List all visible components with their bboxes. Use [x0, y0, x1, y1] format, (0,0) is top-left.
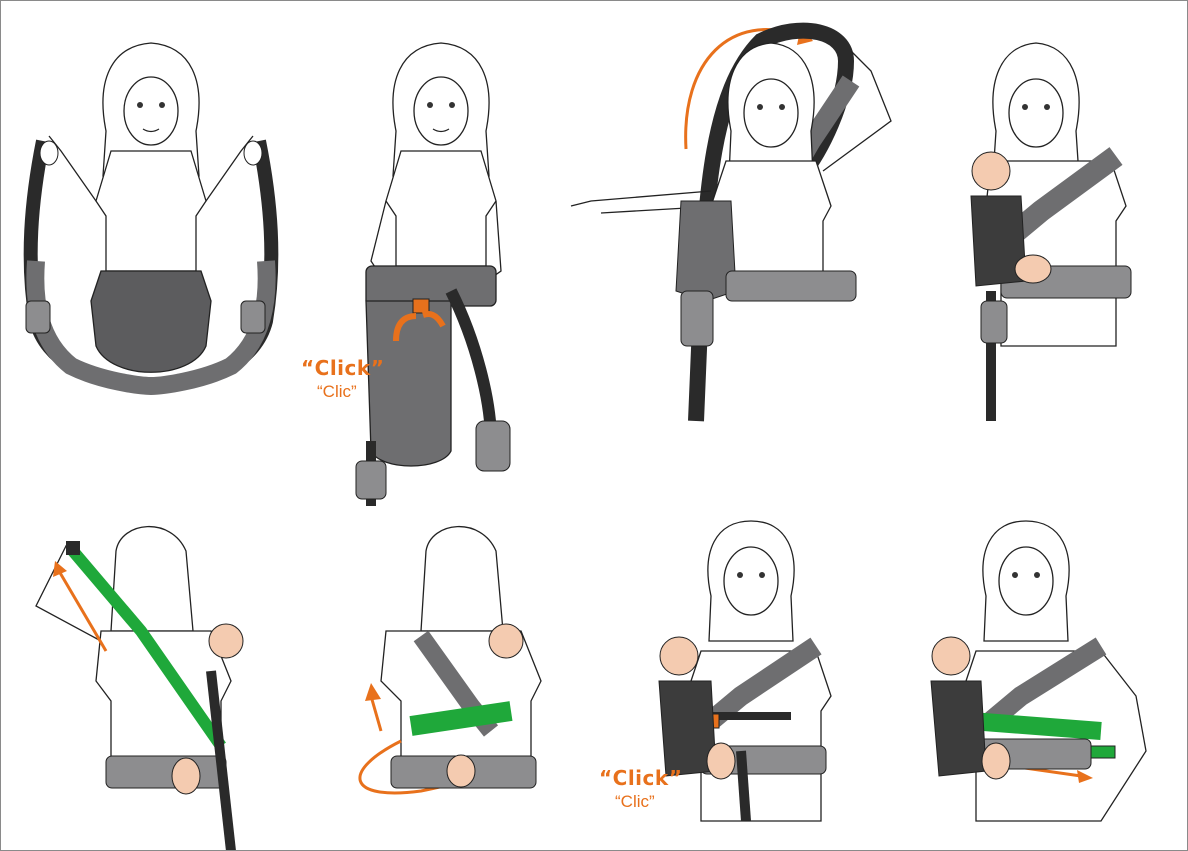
step-2-waist-buckle — [301, 1, 551, 521]
clic-label-top: “Clic” — [317, 382, 357, 402]
step-5-strap-behind-back — [21, 521, 291, 851]
step-4-baby-seated — [941, 1, 1181, 431]
click-label-top: “Click” — [301, 356, 384, 380]
step-1-carrier-open — [1, 1, 291, 421]
step-7-front-buckle — [641, 521, 871, 851]
step-6-strap-around-waist — [341, 521, 591, 851]
step-8-tighten-strap — [921, 521, 1181, 851]
click-label-bottom: “Click” — [599, 766, 682, 790]
clic-label-bottom: “Clic” — [615, 792, 655, 812]
step-3-strap-over-head — [561, 1, 921, 431]
